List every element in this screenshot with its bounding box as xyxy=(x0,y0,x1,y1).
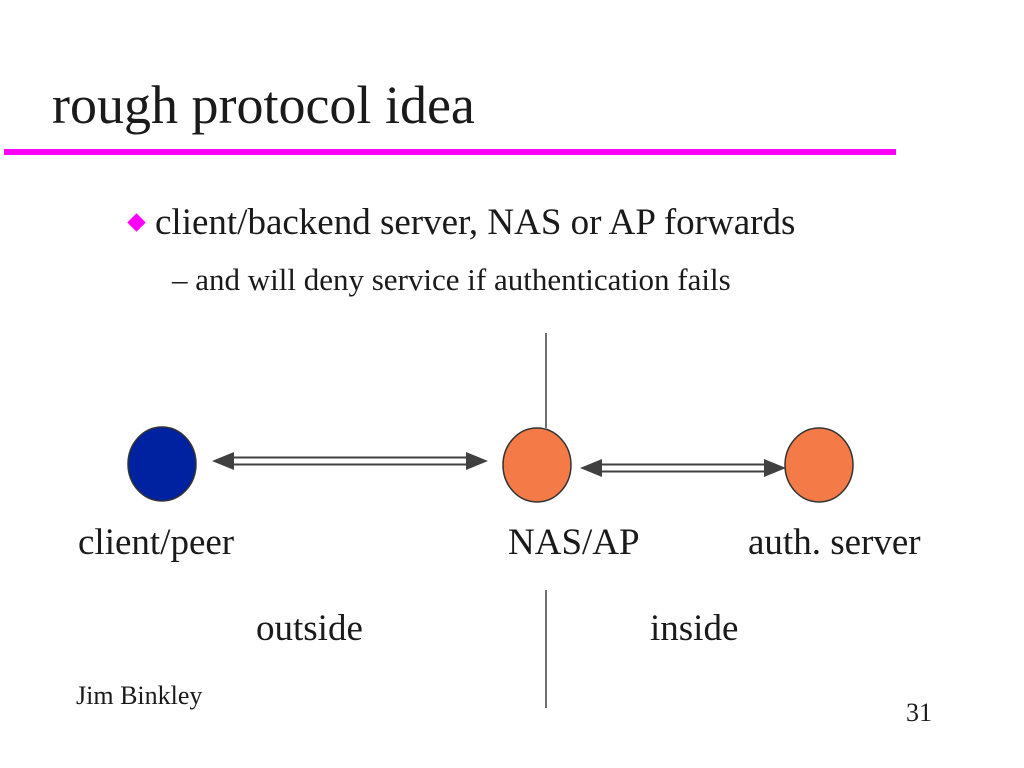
bullet-item: client/backend server, NAS or AP forward… xyxy=(122,200,795,244)
arrowhead-right-icon xyxy=(764,459,786,477)
node-label-client: client/peer xyxy=(78,522,235,563)
bullet-text: client/backend server, NAS or AP forward… xyxy=(155,201,796,243)
page-number: 31 xyxy=(906,698,932,727)
node-label-nas: NAS/AP xyxy=(508,522,640,563)
node-auth-server xyxy=(784,427,854,503)
arrowhead-right-icon xyxy=(466,452,488,470)
slide-title: rough protocol idea xyxy=(52,75,475,135)
edge-nas-auth xyxy=(580,459,786,477)
node-label-auth-server: auth. server xyxy=(748,522,921,563)
sub-bullet-text: – and will deny service if authenticatio… xyxy=(172,262,731,297)
arrowhead-left-icon xyxy=(212,452,234,470)
node-nas xyxy=(502,427,572,503)
title-underline xyxy=(4,149,896,155)
node-client xyxy=(127,426,197,502)
arrowhead-left-icon xyxy=(580,459,602,477)
region-label-inside: inside xyxy=(650,608,739,649)
footer-author: Jim Binkley xyxy=(76,681,203,710)
region-label-outside: outside xyxy=(256,608,363,649)
edge-client-nas xyxy=(212,452,488,470)
